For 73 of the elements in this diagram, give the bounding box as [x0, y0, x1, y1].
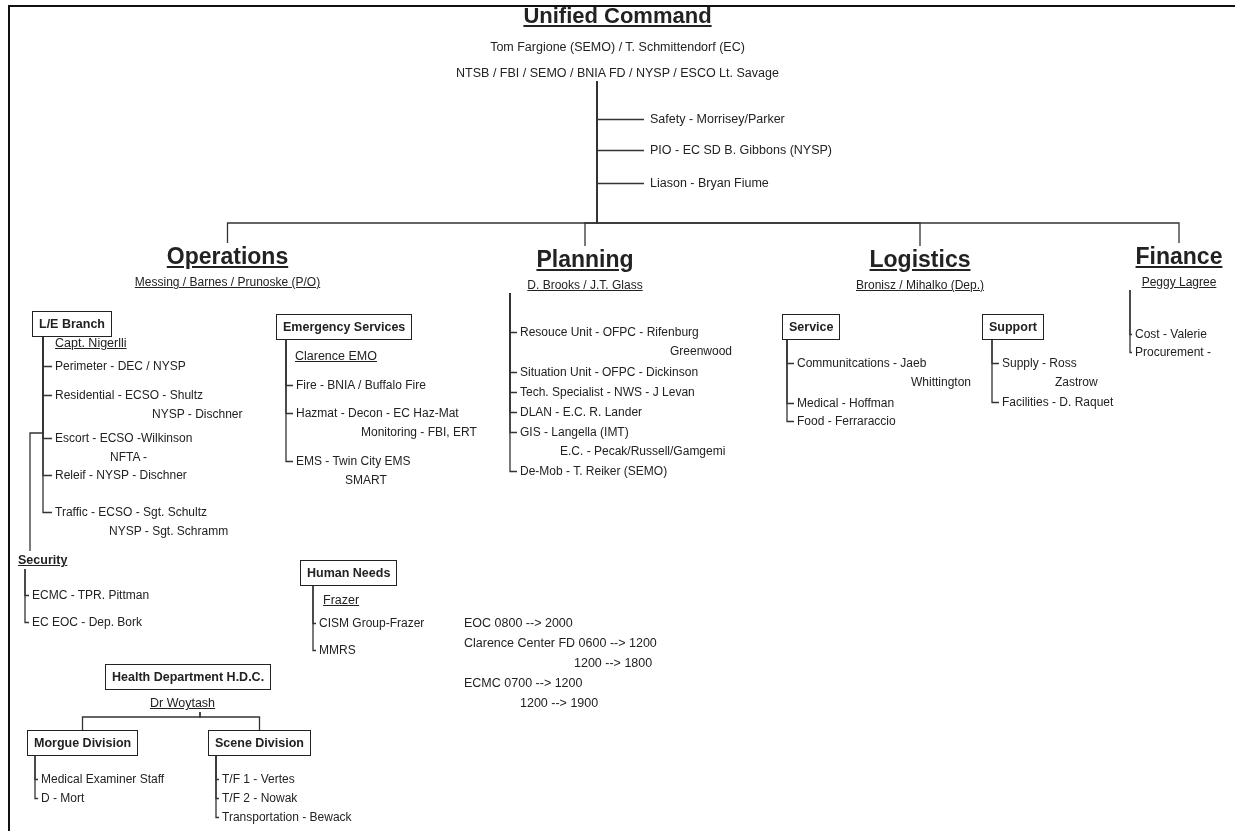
connector-line [34, 755, 39, 800]
roster-entry: CISM Group-Frazer [316, 614, 425, 633]
shift-schedule-text: 1200 --> 1900 [520, 695, 599, 711]
section-heading: Unified Command [523, 2, 712, 29]
roster-entry: T/F 1 - Vertes [219, 770, 295, 789]
unit-leader-name: Frazer [323, 592, 360, 608]
section-heading: Operations [166, 243, 289, 270]
roster-entry: Liason - Bryan Fiume [644, 174, 769, 193]
shift-schedule-text: 1200 --> 1800 [574, 655, 653, 671]
unit-box: Health Department H.D.C. [105, 664, 272, 690]
staff-names: Peggy Lagree [1141, 274, 1217, 290]
staff-names: NTSB / FBI / SEMO / BNIA FD / NYSP / ESCO Lt. Savage [455, 65, 780, 81]
unit-leader-name: Capt. Nigerlli [55, 335, 127, 351]
connector-line [215, 755, 220, 819]
staff-names: Messing / Barnes / Prunoske (P/O) [134, 274, 321, 290]
roster-entry: Procurement - [1132, 343, 1212, 362]
connector-line [596, 80, 1180, 244]
roster-entry: GIS - Langella (IMT) E.C. - Pecak/Russell/Gamgemi [517, 423, 726, 461]
section-heading: Planning [536, 246, 634, 273]
roster-entry: ECMC - TPR. Pittman [29, 586, 150, 605]
connector-line [24, 568, 30, 624]
roster-entry: Medical Examiner Staff [38, 770, 165, 789]
roster-entry: Food - Ferraraccio [794, 412, 896, 431]
roster-entry: Releif - NYSP - Dischner [52, 466, 187, 485]
roster-entry: Resouce Unit - OFPC - Rifenburg Greenwood [517, 323, 733, 361]
staff-names: D. Brooks / J.T. Glass [527, 277, 643, 293]
unit-leader-name: Dr Woytash [150, 695, 216, 711]
connector-line [991, 339, 1000, 404]
unit-box: Scene Division [208, 730, 311, 756]
connector-line [312, 585, 317, 652]
roster-entry: Facilities - D. Raquet [999, 393, 1114, 412]
roster-entry: Safety - Morrisey/Parker [644, 110, 785, 129]
roster-entry: Transportation - Bewack [219, 808, 352, 827]
roster-entry: EMS - Twin City EMS SMART [293, 452, 411, 490]
roster-entry: Tech. Specialist - NWS - J Levan [517, 383, 695, 402]
roster-entry: Cost - Valerie [1132, 325, 1207, 344]
roster-entry: D - Mort [38, 789, 85, 808]
staff-names: Bronisz / Mihalko (Dep.) [855, 277, 984, 293]
roster-entry: Traffic - ECSO - Sgt. Schultz NYSP - Sgt. Schramm [52, 503, 229, 541]
connector-line [1129, 289, 1133, 354]
unit-box: Morgue Division [27, 730, 139, 756]
unit-box: Human Needs [300, 560, 398, 586]
roster-entry: DLAN - E.C. R. Lander [517, 403, 643, 422]
roster-entry: MMRS [316, 641, 356, 660]
staff-names: Tom Fargione (SEMO) / T. Schmittendorf (EC) [489, 39, 746, 55]
roster-entry: EC EOC - Dep. Bork [29, 613, 143, 632]
roster-entry: Perimeter - DEC / NYSP [52, 357, 186, 376]
section-heading: Logistics [869, 246, 971, 273]
roster-entry: Residential - ECSO - Shultz NYSP - Dischner [52, 386, 243, 424]
connector-line [786, 339, 795, 423]
roster-entry: Communitcations - Jaeb Whittington [794, 354, 972, 392]
roster-entry: Supply - Ross Zastrow [999, 354, 1098, 392]
connector-line [29, 336, 44, 552]
roster-entry: PIO - EC SD B. Gibbons (NYSP) [644, 141, 832, 160]
unit-leader-name: Clarence EMO [295, 348, 377, 364]
connector-line [509, 292, 518, 473]
connector-line [285, 339, 294, 463]
unit-box: Emergency Services [276, 314, 413, 340]
shift-schedule-text: EOC 0800 --> 2000 [464, 615, 573, 631]
shift-schedule-text: ECMC 0700 --> 1200 [464, 675, 583, 691]
shift-schedule-text: Clarence Center FD 0600 --> 1200 [464, 635, 657, 651]
roster-entry: Situation Unit - OFPC - Dickinson [517, 363, 699, 382]
unit-box: Service [782, 314, 841, 340]
roster-entry: Escort - ECSO -Wilkinson NFTA - [52, 429, 193, 467]
unit-box: Support [982, 314, 1044, 340]
roster-entry: De-Mob - T. Reiker (SEMO) [517, 462, 668, 481]
roster-entry: Fire - BNIA / Buffalo Fire [293, 376, 426, 395]
unit-box: L/E Branch [32, 311, 112, 337]
roster-entry: T/F 2 - Nowak [219, 789, 298, 808]
section-heading: Security [18, 551, 68, 569]
section-heading: Finance [1135, 243, 1223, 270]
roster-entry: Hazmat - Decon - EC Haz-Mat Monitoring - FBI, ERT [293, 404, 477, 442]
roster-entry: Medical - Hoffman [794, 394, 895, 413]
